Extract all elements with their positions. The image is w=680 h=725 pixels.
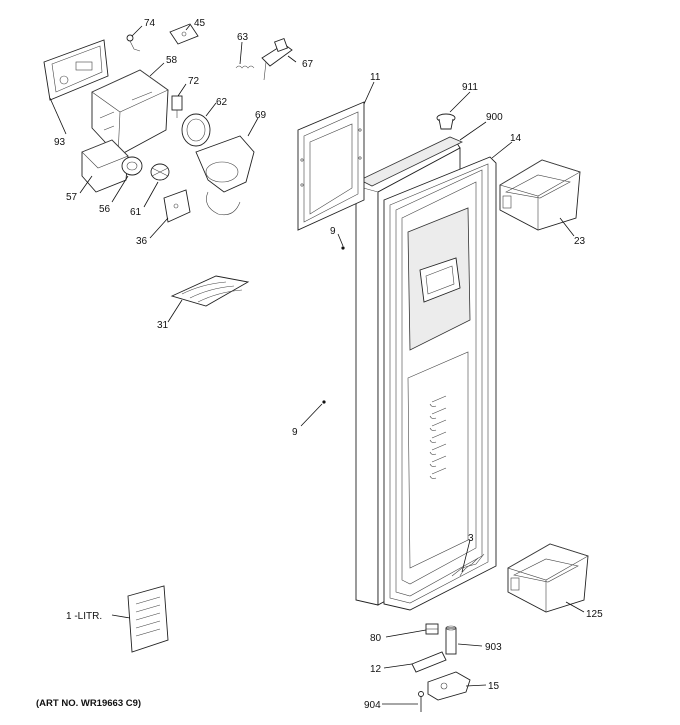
label-61: 61 bbox=[130, 207, 142, 218]
dot-marker bbox=[322, 400, 326, 404]
label-23: 23 bbox=[574, 236, 586, 247]
grille-part-31 bbox=[170, 275, 250, 307]
label-58: 58 bbox=[166, 55, 178, 66]
label-11: 11 bbox=[370, 72, 381, 83]
hinge-part-15 bbox=[427, 671, 471, 701]
motor-part-56 bbox=[121, 156, 143, 176]
label-31: 31 bbox=[157, 320, 169, 331]
label-14: 14 bbox=[510, 133, 522, 144]
label-3: 3 bbox=[468, 533, 474, 544]
dot-marker bbox=[341, 246, 345, 250]
label-67: 67 bbox=[302, 59, 314, 70]
bracket-part-12 bbox=[411, 651, 447, 673]
label-911: 911 bbox=[462, 82, 478, 93]
switch-part-72 bbox=[171, 95, 183, 118]
label-125: 125 bbox=[586, 609, 603, 620]
label-903: 903 bbox=[485, 642, 502, 653]
label-9-lower: 9 bbox=[292, 427, 298, 438]
label-63: 63 bbox=[237, 32, 249, 43]
door-liner bbox=[383, 156, 497, 611]
label-56: 56 bbox=[99, 204, 111, 215]
leader-lines bbox=[49, 24, 585, 705]
label-9-upper: 9 bbox=[330, 226, 336, 237]
label-45: 45 bbox=[194, 18, 206, 29]
tube-part-903 bbox=[445, 625, 457, 655]
actuator-part-36 bbox=[163, 189, 191, 223]
ring-part-62 bbox=[181, 113, 211, 147]
label-57: 57 bbox=[66, 192, 78, 203]
label-literature: 1 -LITR. bbox=[66, 611, 102, 622]
label-80: 80 bbox=[370, 633, 382, 644]
label-900: 900 bbox=[486, 112, 503, 123]
label-904: 904 bbox=[364, 700, 381, 711]
label-69: 69 bbox=[255, 110, 267, 121]
label-93: 93 bbox=[54, 137, 66, 148]
screw-part-904 bbox=[418, 691, 424, 712]
label-62: 62 bbox=[216, 97, 228, 108]
housing-part-58 bbox=[91, 69, 169, 157]
door-shelf-rails bbox=[429, 395, 447, 479]
cap-part-911 bbox=[436, 113, 456, 130]
label-15: 15 bbox=[488, 681, 500, 692]
gear-part-61 bbox=[150, 163, 170, 181]
label-12: 12 bbox=[370, 664, 382, 675]
label-36: 36 bbox=[136, 236, 148, 247]
lever-part-67 bbox=[261, 38, 293, 81]
bin-part-23 bbox=[499, 159, 581, 231]
bin-part-125 bbox=[507, 543, 589, 613]
panel-part-11 bbox=[297, 101, 365, 231]
art-number: (ART NO. WR19663 C9) bbox=[36, 698, 141, 709]
funnel-part-69 bbox=[195, 135, 255, 216]
part-number-labels: 74 45 63 67 58 72 62 69 93 57 56 61 36 3… bbox=[54, 18, 603, 711]
label-74: 74 bbox=[144, 18, 156, 29]
bracket-part-45 bbox=[169, 23, 199, 45]
control-panel-part-93 bbox=[43, 39, 109, 101]
label-72: 72 bbox=[188, 76, 200, 87]
fitting-part-80 bbox=[425, 623, 439, 635]
spring-part-63 bbox=[235, 65, 255, 69]
literature-part-1 bbox=[127, 585, 169, 653]
wire-part-3 bbox=[459, 557, 479, 577]
small-part-74 bbox=[126, 34, 141, 52]
